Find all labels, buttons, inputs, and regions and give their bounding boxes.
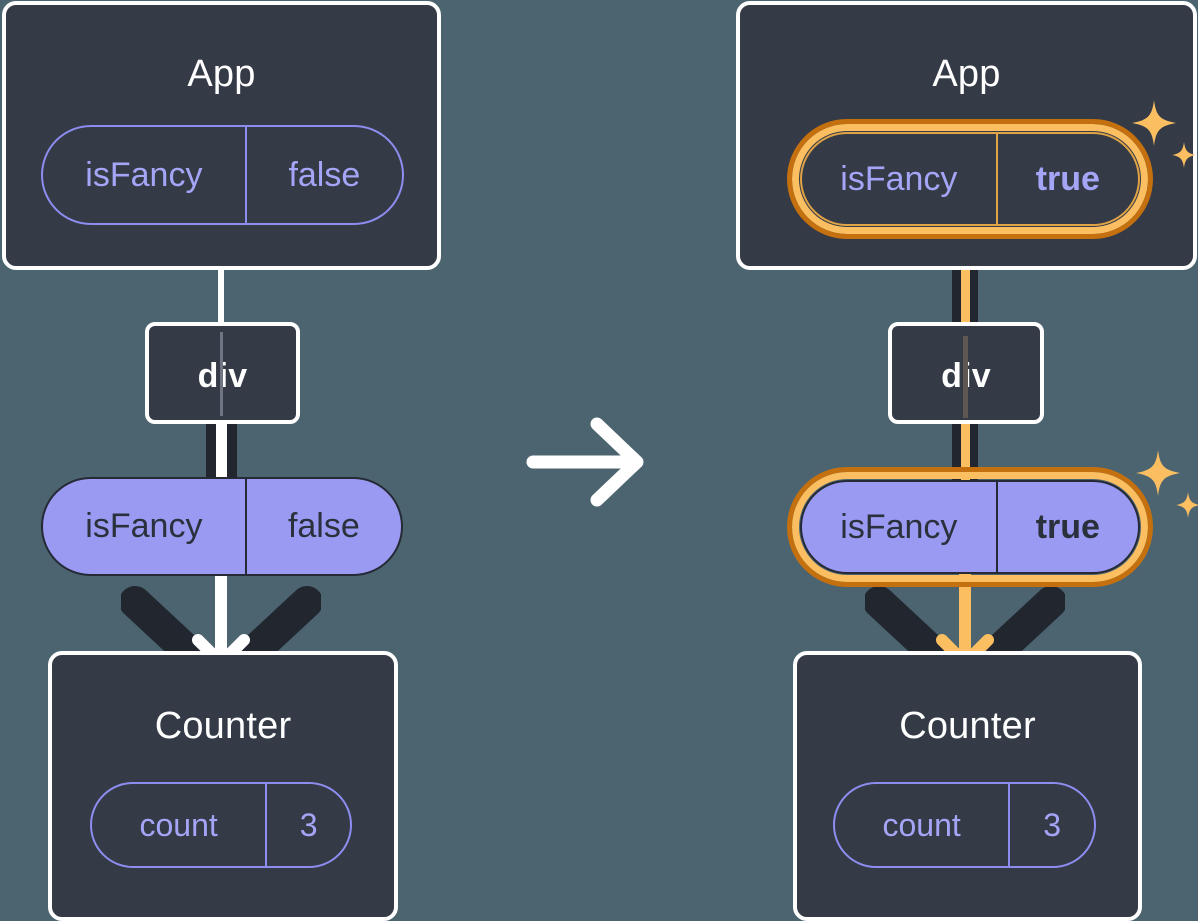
prop-value-after: true — [995, 482, 1138, 572]
counter-state-value-after: 3 — [1008, 784, 1094, 866]
prop-name-before: isFancy — [85, 507, 203, 545]
edge-div-to-prop-highlight-after — [961, 418, 970, 484]
prop-pill-before: isFancy false — [41, 477, 403, 576]
app-state-pill-after: isFancy true — [800, 132, 1140, 226]
counter-state-pill-after: count 3 — [833, 782, 1096, 868]
edge-through-div-before — [220, 332, 223, 416]
counter-state-pill-before: count 3 — [90, 782, 352, 868]
edge-app-to-div-highlight-after — [961, 230, 970, 336]
app-title-before: App — [187, 53, 256, 95]
counter-state-name-before: count — [139, 806, 218, 843]
app-title-after: App — [932, 53, 1001, 95]
app-state-name-after: isFancy — [840, 159, 958, 198]
counter-title-before: Counter — [154, 705, 292, 747]
edge-div-to-prop-center-before — [216, 420, 227, 482]
edge-through-div-after — [963, 336, 968, 418]
prop-value-before: false — [244, 479, 401, 574]
sparkles-icon-app-after — [1132, 100, 1196, 168]
edge-div-to-prop-rail-right-before — [227, 420, 237, 482]
transition-right-arrow-icon — [526, 417, 644, 507]
counter-state-name-after: count — [882, 806, 961, 843]
prop-pill-after: isFancy true — [800, 480, 1140, 574]
counter-node-after: Counter — [793, 651, 1142, 921]
app-state-value-before: false — [244, 127, 402, 223]
app-state-name-before: isFancy — [85, 155, 203, 194]
edge-div-to-prop-rail-left-before — [206, 420, 216, 482]
counter-title-after: Counter — [899, 705, 1036, 747]
edge-app-to-div-before — [218, 250, 224, 332]
app-state-pill-before: isFancy false — [41, 125, 404, 225]
prop-name-after: isFancy — [840, 507, 958, 546]
counter-state-value-before: 3 — [265, 784, 350, 866]
sparkles-icon-prop-after — [1136, 450, 1198, 518]
app-state-value-after: true — [995, 134, 1138, 224]
